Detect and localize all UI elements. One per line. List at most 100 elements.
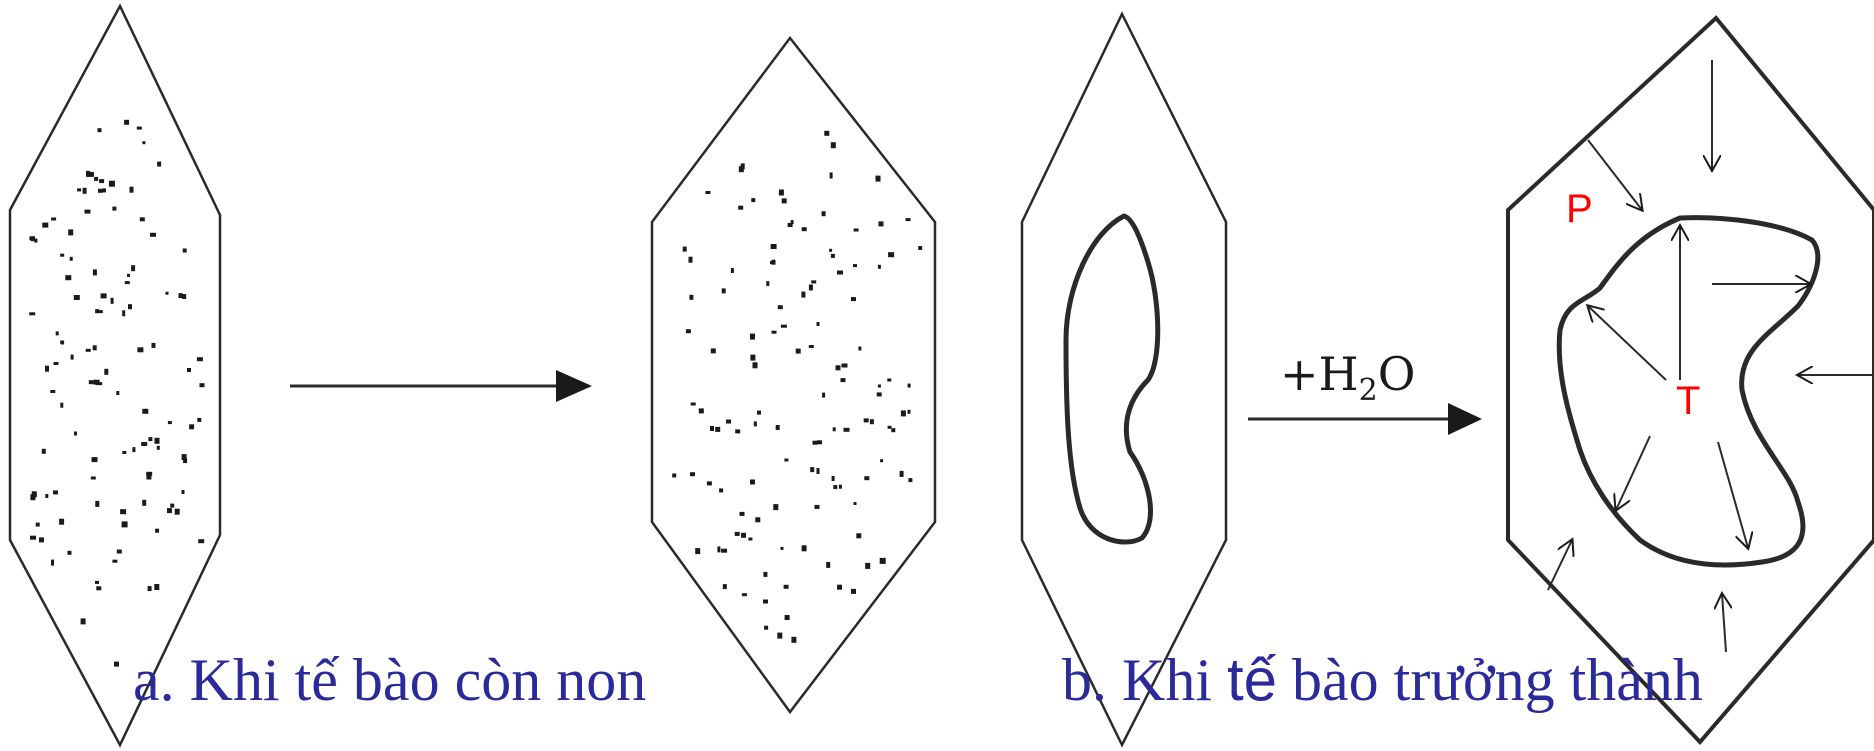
cytoplasm-dot bbox=[811, 280, 817, 284]
cytoplasm-dot bbox=[151, 342, 156, 348]
cytoplasm-dot bbox=[45, 365, 49, 372]
cytoplasm-dot bbox=[197, 417, 202, 422]
cytoplasm-dot bbox=[829, 248, 833, 252]
cytoplasm-dot bbox=[100, 293, 107, 299]
cytoplasm-dot bbox=[816, 468, 820, 474]
cytoplasm-dot bbox=[85, 348, 91, 352]
cytoplasm-dot bbox=[122, 310, 126, 317]
cytoplasm-dot bbox=[858, 346, 862, 351]
cytoplasm-dot bbox=[826, 561, 831, 568]
cytoplasm-dot bbox=[843, 427, 850, 432]
cytoplasm-dot bbox=[142, 408, 149, 414]
cytoplasm-dot bbox=[771, 330, 777, 334]
cytoplasm-dot bbox=[863, 418, 869, 423]
cytoplasm-dot bbox=[695, 548, 701, 555]
cytoplasm-dot bbox=[810, 467, 815, 473]
cytoplasm-dot bbox=[70, 354, 74, 360]
cytoplasm-dot bbox=[178, 293, 183, 299]
cytoplasm-dot bbox=[139, 217, 145, 222]
cytoplasm-dot bbox=[690, 402, 696, 406]
cytoplasm-dot bbox=[154, 584, 160, 590]
cytoplasm-dot bbox=[763, 571, 768, 577]
cytoplasm-dot bbox=[141, 442, 148, 446]
cytoplasm-dot bbox=[124, 119, 130, 125]
cytoplasm-dot bbox=[719, 488, 724, 493]
cytoplasm-dot bbox=[705, 191, 711, 194]
cytoplasm-dot bbox=[34, 238, 38, 243]
cytoplasm-dot bbox=[814, 504, 820, 509]
cytoplasm-dot bbox=[822, 392, 826, 398]
cytoplasm-dot bbox=[869, 419, 874, 425]
label-t: T bbox=[1676, 379, 1700, 423]
cytoplasm-dot bbox=[817, 440, 822, 445]
cytoplasm-dot bbox=[74, 431, 77, 436]
cytoplasm-dot bbox=[740, 163, 745, 170]
cytoplasm-dot bbox=[198, 539, 205, 544]
cytoplasm-dot bbox=[682, 246, 687, 252]
cytoplasm-dot bbox=[879, 557, 886, 564]
cytoplasm-dot bbox=[73, 295, 80, 300]
cytoplasm-dot bbox=[60, 340, 65, 344]
cytoplasm-dot bbox=[688, 256, 693, 263]
cytoplasm-dot bbox=[127, 273, 130, 277]
cytoplasm-dot bbox=[120, 509, 127, 515]
cytoplasm-dot bbox=[876, 392, 882, 397]
cytoplasm-dot bbox=[88, 171, 94, 177]
caption-a: a. Khi tế bào còn non bbox=[133, 647, 646, 713]
cytoplasm-dot bbox=[778, 189, 784, 196]
cytoplasm-dot bbox=[174, 508, 180, 515]
cytoplasm-dot bbox=[837, 270, 843, 275]
cytoplasm-dot bbox=[755, 517, 761, 523]
cytoplasm-dot bbox=[877, 264, 881, 269]
cytoplasm-dot bbox=[840, 378, 846, 383]
vacuole bbox=[1063, 213, 1161, 545]
cytoplasm-dot bbox=[735, 429, 741, 434]
cytoplasm-dot bbox=[136, 126, 142, 130]
reaction-label: +H2O bbox=[1280, 347, 1415, 408]
cytoplasm-dot bbox=[80, 618, 86, 625]
cytoplasm-dot bbox=[77, 188, 82, 192]
cytoplasm-dot bbox=[97, 128, 102, 133]
cytoplasm-dot bbox=[84, 209, 91, 214]
cytoplasm-dot bbox=[108, 180, 115, 187]
cytoplasm-dot bbox=[880, 459, 884, 463]
cytoplasm-dot bbox=[783, 584, 789, 589]
cytoplasm-dot bbox=[672, 473, 677, 478]
cytoplasm-dot bbox=[905, 218, 911, 222]
cytoplasm-dot bbox=[838, 484, 842, 489]
cytoplasm-dot bbox=[741, 593, 747, 597]
young-cell-after bbox=[650, 35, 937, 715]
cytoplasm-dot bbox=[738, 205, 744, 210]
cytoplasm-dot bbox=[112, 206, 117, 211]
cytoplasm-dot bbox=[95, 580, 99, 584]
cytoplasm-dot bbox=[841, 363, 848, 368]
cytoplasm-dot bbox=[801, 545, 807, 552]
cytoplasm-dot bbox=[51, 559, 54, 566]
cytoplasm-dot bbox=[830, 142, 836, 149]
cytoplasm-dot bbox=[51, 217, 57, 221]
cytoplasm-dot bbox=[853, 502, 857, 505]
cytoplasm-dot bbox=[95, 309, 100, 314]
cytoplasm-dot bbox=[908, 478, 913, 483]
cytoplasm-dot bbox=[722, 584, 727, 590]
cytoplasm-dot bbox=[41, 448, 46, 454]
cytoplasm-dot bbox=[721, 548, 728, 553]
cytoplasm-dot bbox=[685, 329, 691, 334]
cytoplasm-dot bbox=[888, 252, 895, 258]
cytoplasm-dot bbox=[131, 265, 136, 272]
cytoplasm-dot bbox=[770, 244, 777, 249]
cytoplasm-dot bbox=[35, 522, 40, 527]
cytoplasm-dot bbox=[30, 535, 36, 540]
cytoplasm-dot bbox=[784, 615, 790, 620]
cytoplasm-dot bbox=[689, 294, 694, 300]
cytoplasm-dot bbox=[918, 246, 923, 250]
growth-arrow bbox=[290, 370, 592, 402]
cytoplasm-dot bbox=[734, 531, 740, 536]
cytoplasm-dot bbox=[147, 586, 152, 592]
cytoplasm-dot bbox=[710, 348, 716, 354]
cytoplasm-dot bbox=[829, 172, 833, 179]
cytoplasm-dot bbox=[750, 333, 755, 340]
cytoplasm-dot bbox=[59, 518, 65, 525]
cytoplasm-dot bbox=[751, 198, 756, 203]
cytoplasm-dot bbox=[187, 368, 191, 372]
